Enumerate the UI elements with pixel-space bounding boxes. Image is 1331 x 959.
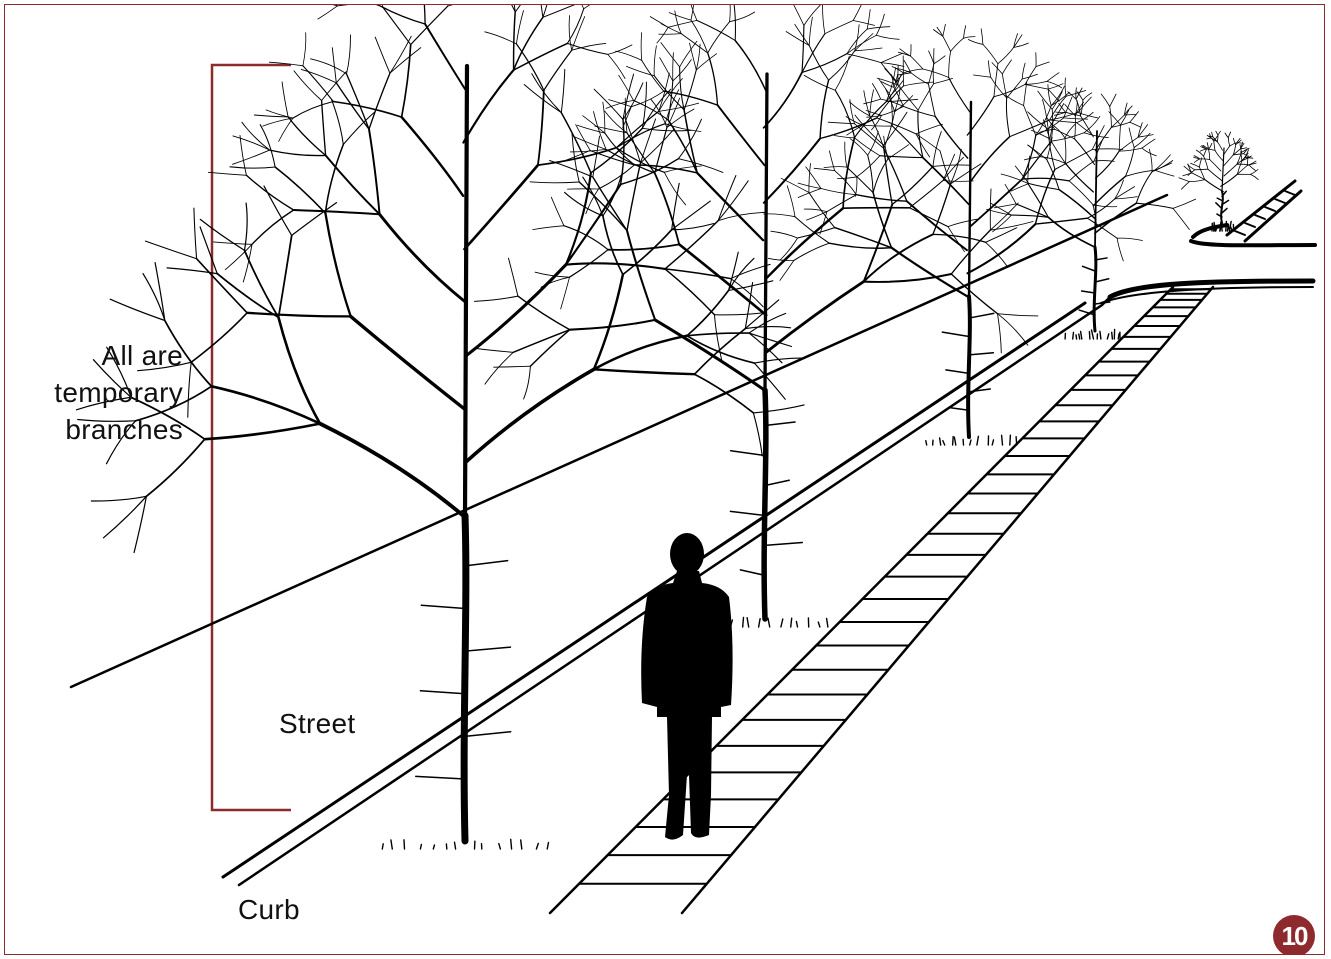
bracket-label: All are temporary branches — [4, 337, 183, 448]
curb — [223, 281, 1313, 885]
cross-street — [1191, 181, 1315, 245]
curb-label: Curb — [238, 891, 300, 928]
figure-frame: All are temporary branches Street Curb 1… — [4, 4, 1325, 955]
bracket-label-line1: All are — [4, 337, 183, 374]
bracket-label-line2: temporary — [4, 374, 183, 411]
page-number-badge: 10 — [1273, 915, 1315, 955]
street-tree-illustration — [5, 5, 1325, 955]
person-silhouette — [641, 533, 732, 840]
bracket-label-line3: branches — [4, 411, 183, 448]
street-label: Street — [279, 705, 356, 742]
